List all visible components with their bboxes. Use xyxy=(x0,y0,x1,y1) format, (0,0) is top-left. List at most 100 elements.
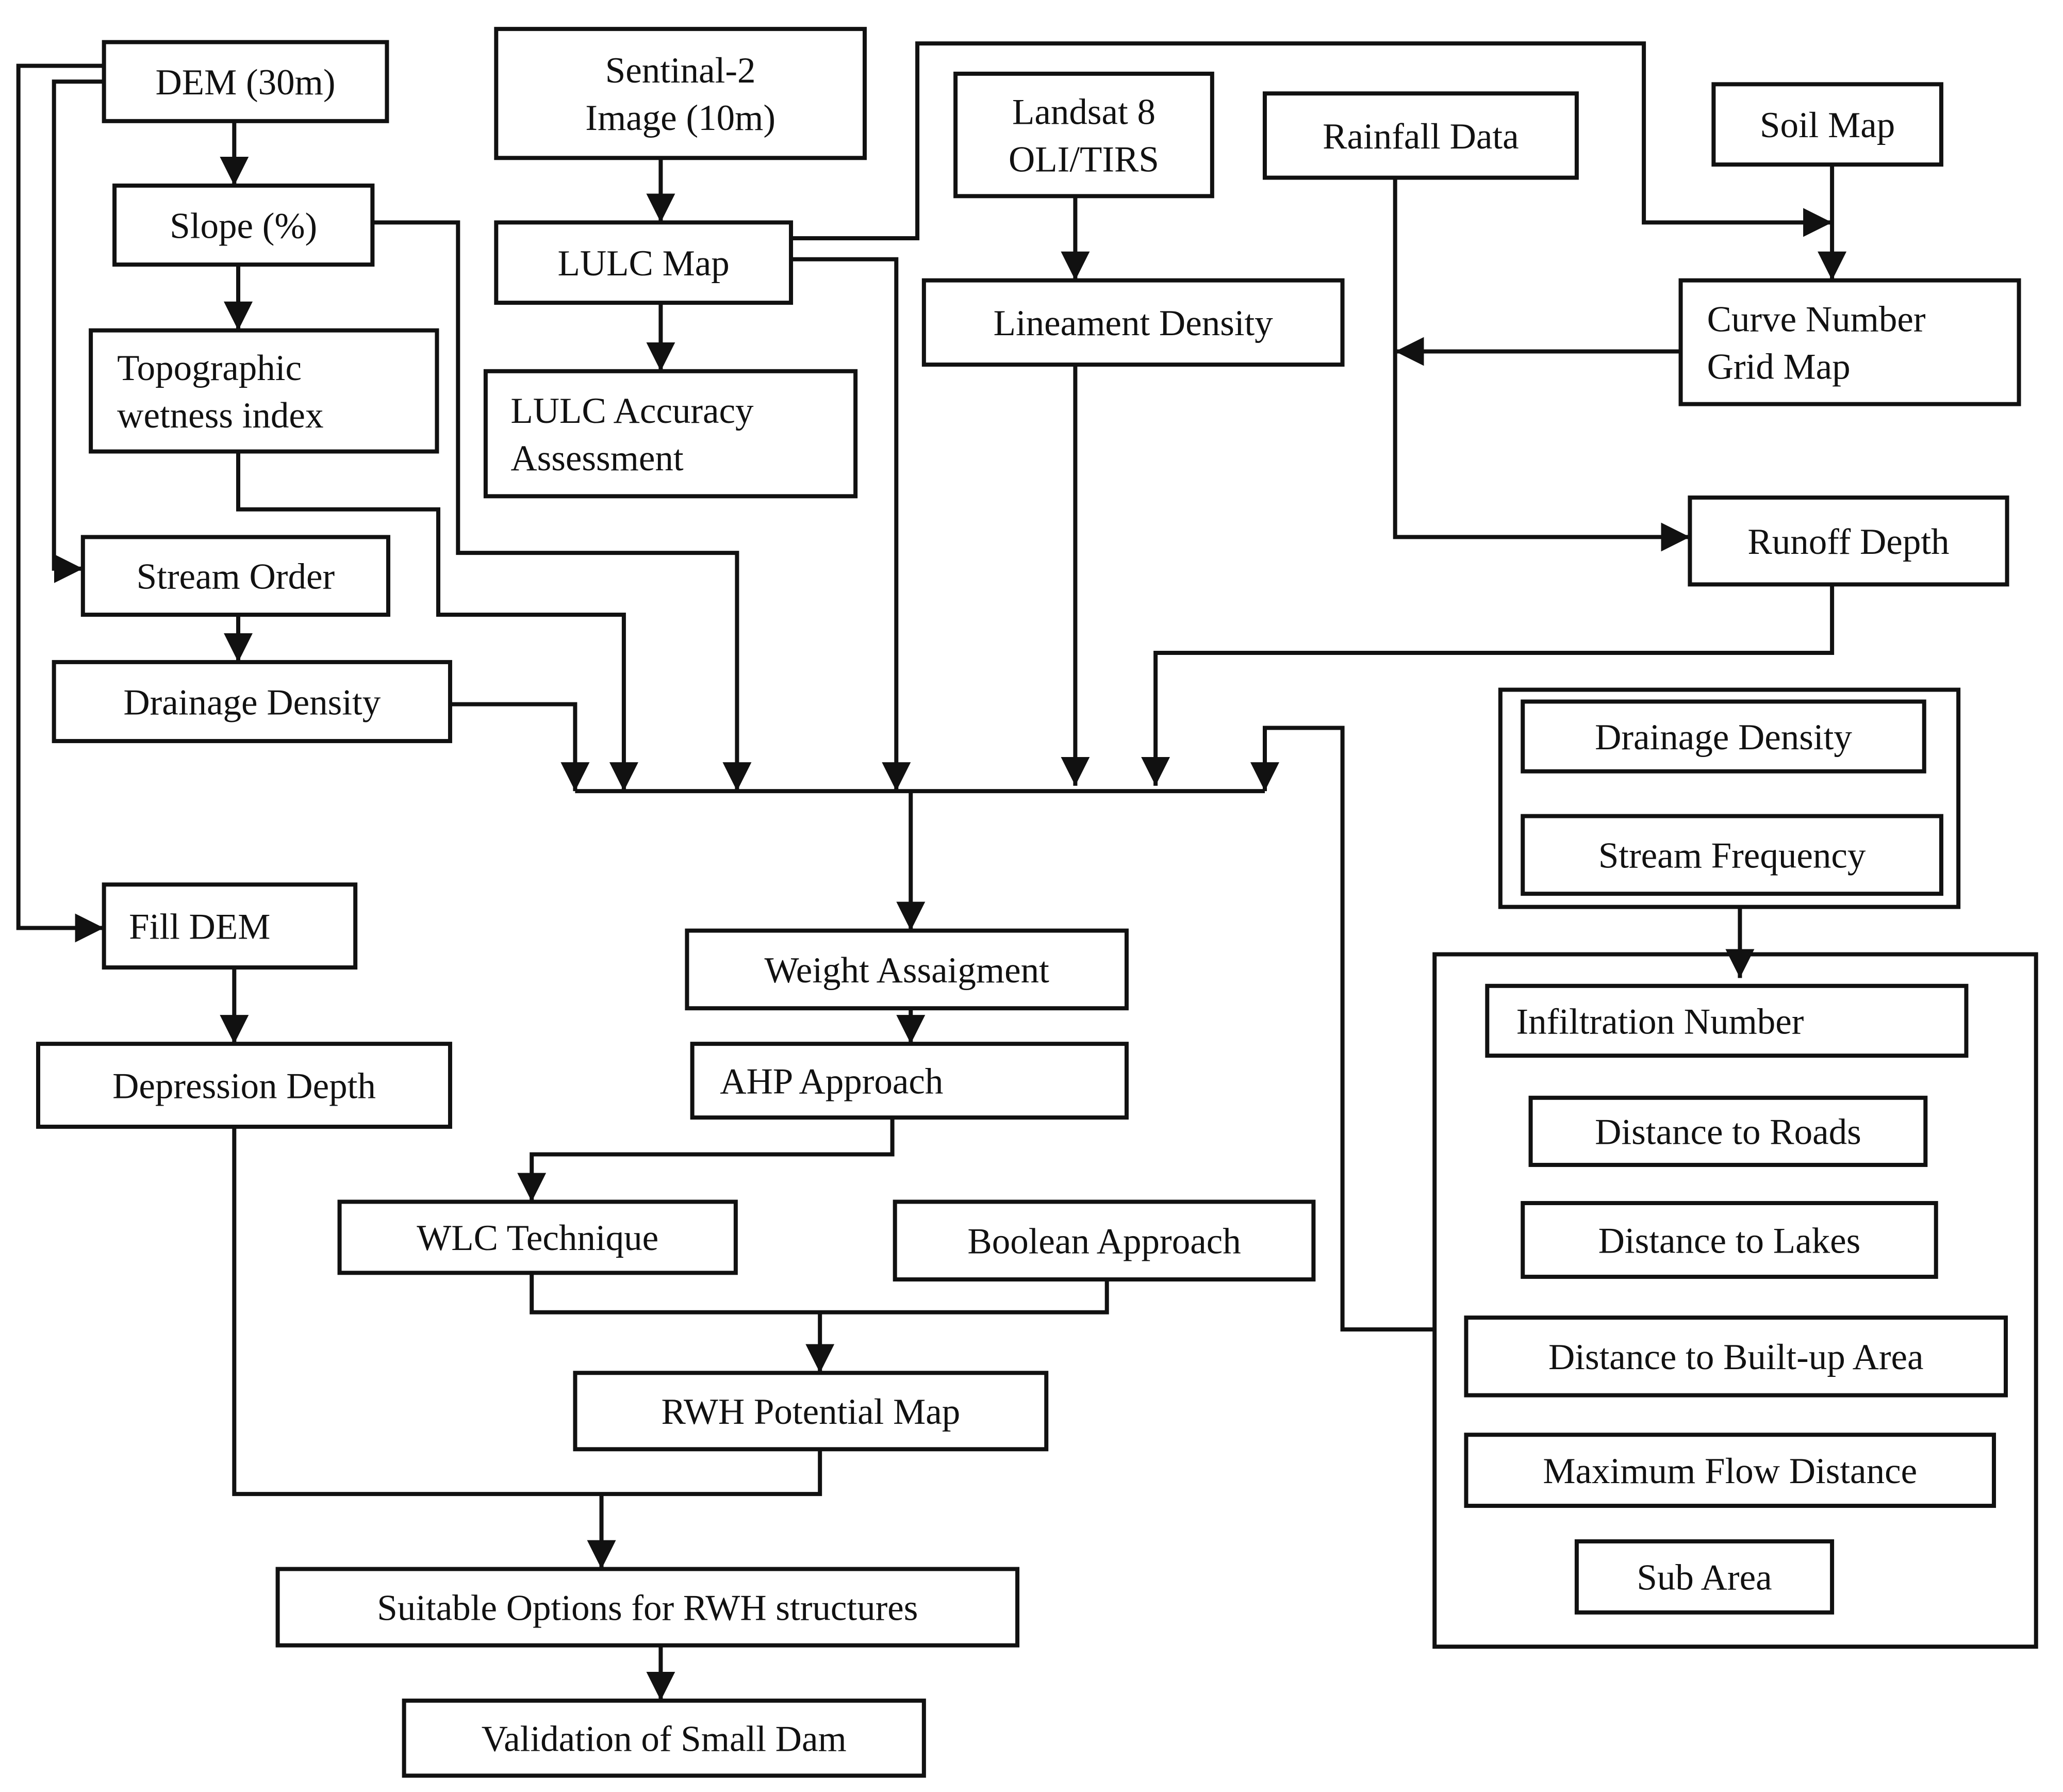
box-label: RWH Potential Map xyxy=(661,1392,960,1432)
box-label: Distance to Roads xyxy=(1595,1112,1861,1153)
box-dist-lakes: Distance to Lakes xyxy=(1521,1201,1938,1279)
connector-dem-to-fill-dem xyxy=(16,63,104,943)
box-frame xyxy=(1678,278,2021,406)
box-runoff: Runoff Depth xyxy=(1688,495,2009,587)
frame-drainage-group xyxy=(1498,687,1961,909)
box-label: Distance to Built-up Area xyxy=(1548,1337,1924,1377)
box-drainage-density-right: Drainage Density xyxy=(1521,699,1926,774)
box-frame xyxy=(1711,82,1943,167)
box-label: Fill DEM xyxy=(129,907,270,947)
box-frame xyxy=(402,1698,926,1778)
box-label: AHP Approach xyxy=(720,1061,943,1101)
box-label: DEM (30m) xyxy=(156,62,336,103)
box-frame xyxy=(685,928,1129,1011)
box-sub-area: Sub Area xyxy=(1574,1539,1835,1615)
box-frame xyxy=(102,882,358,970)
box-label: Sub Area xyxy=(1637,1558,1772,1598)
connector-lulc-to-curve-number xyxy=(791,41,1833,240)
box-frame xyxy=(494,27,867,160)
box-lulc-map: LULC Map xyxy=(494,220,794,305)
box-drainage-density-left: Drainage Density xyxy=(52,660,452,744)
box-frame xyxy=(102,40,389,123)
box-label: Depression Depth xyxy=(112,1066,376,1106)
box-label: wetness index xyxy=(117,396,323,436)
box-label: Drainage Density xyxy=(123,682,381,722)
box-suitable: Suitable Options for RWH structures xyxy=(275,1567,1020,1648)
box-validation: Validation of Small Dam xyxy=(402,1698,926,1778)
box-frame xyxy=(337,1199,738,1275)
box-frame xyxy=(494,220,794,305)
box-frame xyxy=(893,1199,1316,1282)
box-frame xyxy=(690,1042,1129,1120)
connector-dem-to-stream-order xyxy=(52,79,104,583)
box-label: Rainfall Data xyxy=(1323,117,1519,157)
box-label: Lineament Density xyxy=(994,303,1274,343)
box-infiltration: Infiltration Number xyxy=(1485,983,1969,1058)
box-frame xyxy=(89,328,439,454)
box-frame xyxy=(1262,91,1579,180)
box-label: Assessment xyxy=(510,438,684,479)
box-frame xyxy=(483,369,858,499)
connector-slope-to-merge xyxy=(372,220,752,792)
box-label: Stream Frequency xyxy=(1598,836,1866,876)
connector-lulc-to-merge xyxy=(791,257,911,792)
box-dist-roads: Distance to Roads xyxy=(1528,1095,1928,1167)
box-frame xyxy=(1464,1433,1996,1508)
connector-ahp-to-wlc xyxy=(517,1117,895,1202)
box-lineament: Lineament Density xyxy=(921,278,1345,367)
box-label: Stream Order xyxy=(137,557,335,597)
box-frame xyxy=(1464,1316,2008,1398)
box-rainfall: Rainfall Data xyxy=(1262,91,1579,180)
connector-depression-to-suitable xyxy=(232,1126,822,1497)
box-label: OLI/TIRS xyxy=(1009,139,1159,179)
box-label: Suitable Options for RWH structures xyxy=(377,1588,918,1628)
box-slope: Slope (%) xyxy=(112,183,375,267)
box-twi: Topographic wetness index xyxy=(89,328,439,454)
box-soil: Soil Map xyxy=(1711,82,1943,167)
box-frame xyxy=(1574,1539,1835,1615)
box-label: Curve Number xyxy=(1707,300,1926,340)
box-label: Infiltration Number xyxy=(1516,1001,1804,1042)
box-landsat: Landsat 8 OLI/TIRS xyxy=(953,71,1214,199)
box-dem: DEM (30m) xyxy=(102,40,389,123)
box-frame xyxy=(80,535,390,617)
box-label: LULC Map xyxy=(558,243,730,284)
box-frame xyxy=(275,1567,1020,1648)
box-frame xyxy=(1521,699,1926,774)
box-label: Drainage Density xyxy=(1595,717,1852,758)
box-label: Slope (%) xyxy=(170,206,317,246)
box-label: Boolean Approach xyxy=(967,1222,1241,1262)
box-ahp: AHP Approach xyxy=(690,1042,1129,1120)
box-frame xyxy=(1688,495,2009,587)
box-frame xyxy=(112,183,375,267)
box-weight: Weight Assaigment xyxy=(685,928,1129,1011)
box-boolean: Boolean Approach xyxy=(893,1199,1316,1282)
box-frame xyxy=(953,71,1214,199)
box-depression: Depression Depth xyxy=(36,1042,452,1129)
connector-runoff-to-merge xyxy=(1141,584,1835,786)
box-label: Grid Map xyxy=(1707,347,1851,387)
box-frame xyxy=(52,660,452,744)
box-dist-builtup: Distance to Built-up Area xyxy=(1464,1316,2008,1398)
box-label: Topographic xyxy=(117,348,302,388)
connector-rainfall-to-runoff xyxy=(1393,177,1690,552)
box-label: Sentinal-2 xyxy=(605,51,756,91)
box-fill-dem: Fill DEM xyxy=(102,882,358,970)
box-label: Soil Map xyxy=(1760,105,1895,145)
box-label: Weight Assaigment xyxy=(764,950,1049,991)
connector-distance-group-to-merge xyxy=(1250,726,1435,1331)
box-wlc: WLC Technique xyxy=(337,1199,738,1275)
box-label: LULC Accuracy xyxy=(510,391,754,431)
box-label: Landsat 8 xyxy=(1012,92,1156,132)
connector-drainage-to-merge xyxy=(450,702,590,792)
box-stream-order: Stream Order xyxy=(80,535,390,617)
box-frame xyxy=(36,1042,452,1129)
box-label: Runoff Depth xyxy=(1747,522,1949,562)
box-frame xyxy=(1521,1201,1938,1279)
box-frame xyxy=(573,1371,1049,1452)
box-label: Maximum Flow Distance xyxy=(1543,1451,1917,1491)
